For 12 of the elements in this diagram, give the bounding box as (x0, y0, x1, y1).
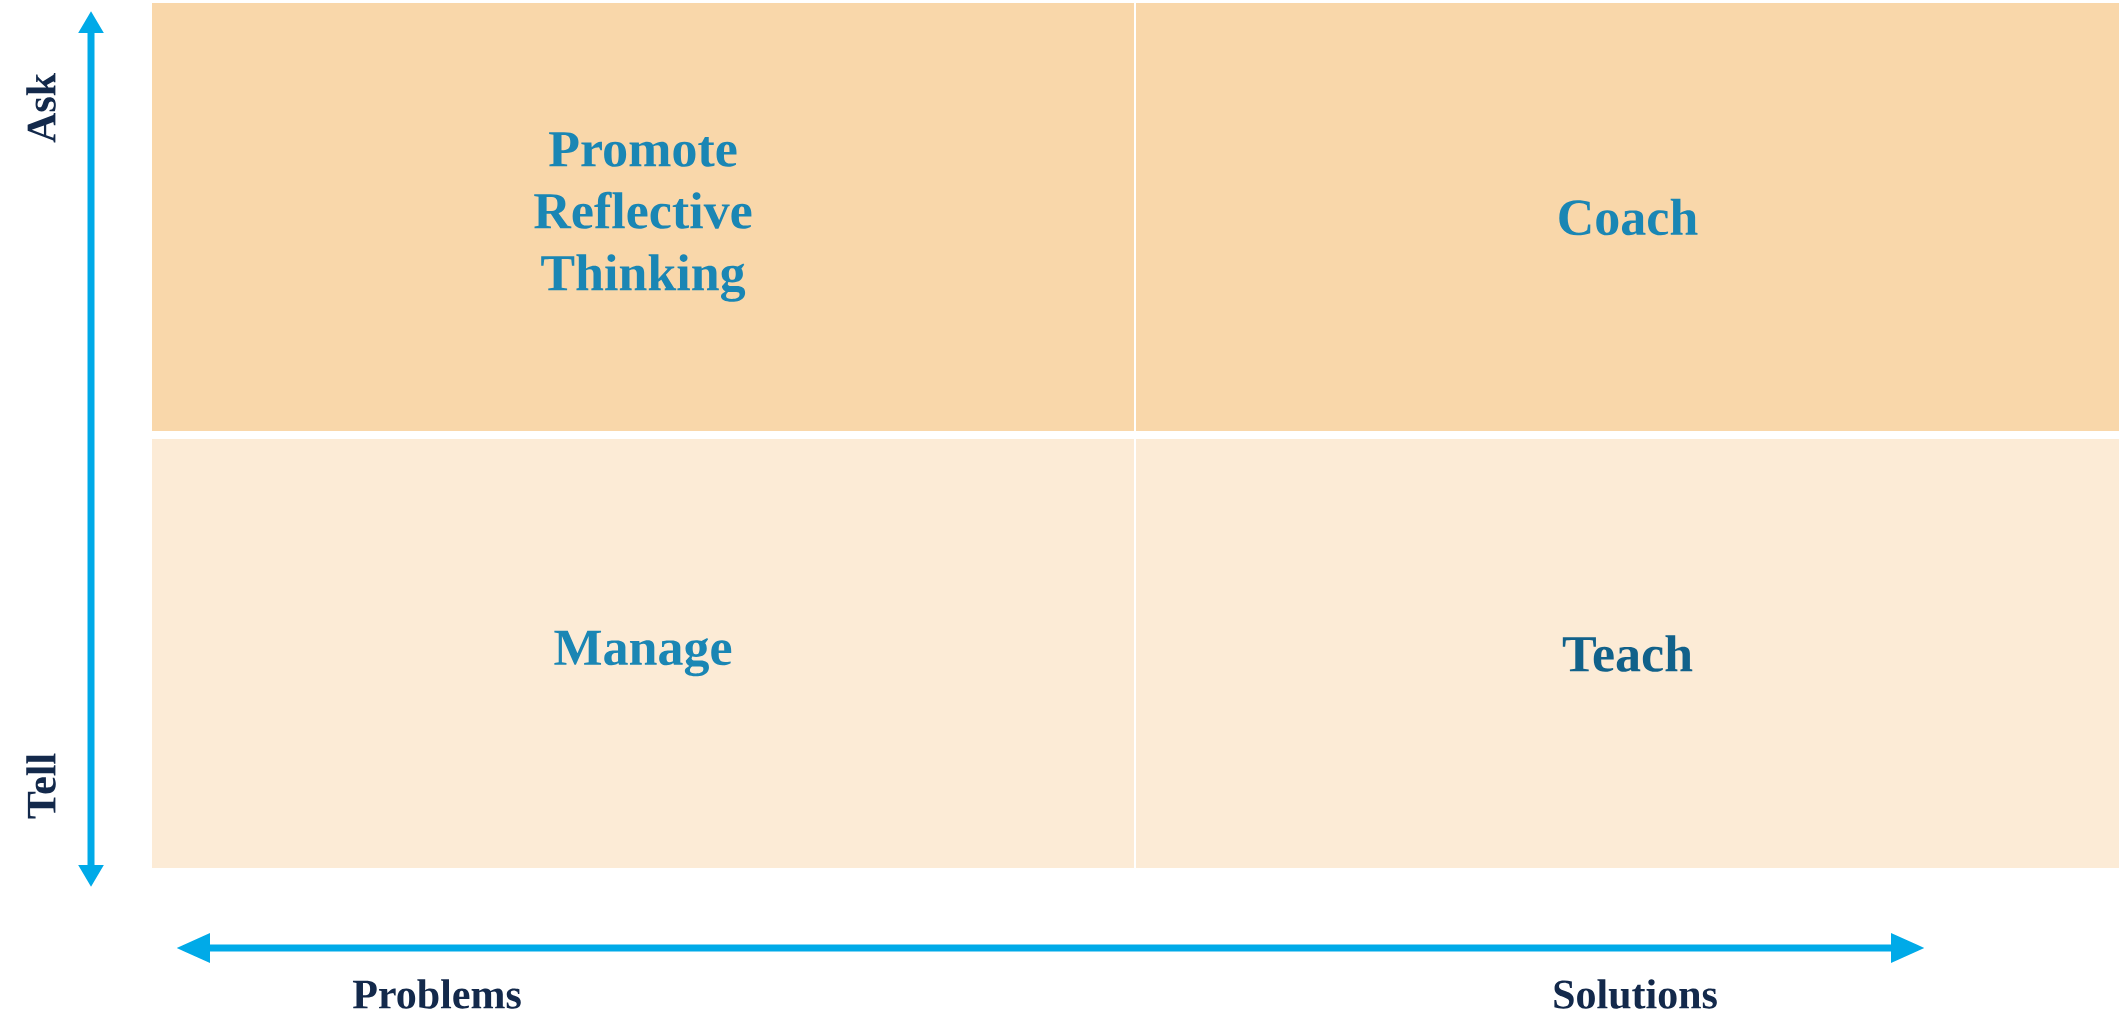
node-label: Promote Reflective Thinking (534, 132, 752, 302)
quadrant-box: Coach (1136, 3, 2119, 431)
node-label: Coach (1559, 198, 1698, 236)
axis-label: Tell (26, 753, 56, 819)
node-label: Manage (554, 630, 732, 677)
axis-label: Solutions (1554, 979, 1717, 1009)
quadrant-box: Manage (152, 439, 1134, 868)
node-label: Teach (1562, 635, 1693, 672)
quadrant-box: Teach (1136, 439, 2119, 868)
axis-label: Ask (26, 73, 56, 143)
quadrant-box: Promote Reflective Thinking (152, 3, 1134, 431)
axis-label: Problems (352, 979, 521, 1009)
